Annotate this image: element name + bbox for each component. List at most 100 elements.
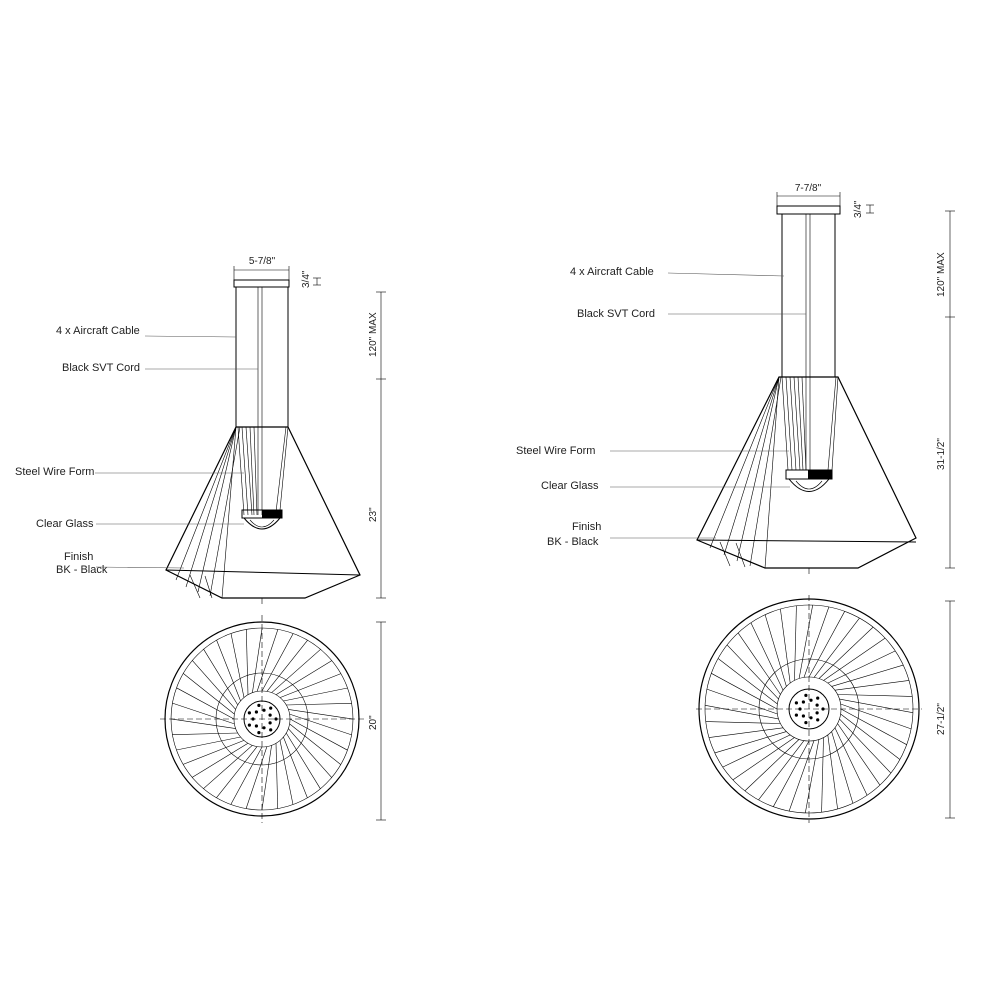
bulb-dot — [247, 711, 251, 715]
spoke-line — [705, 705, 779, 720]
spoke-line — [831, 664, 904, 687]
spoke-line — [726, 644, 779, 700]
bulb-dot — [816, 696, 820, 700]
spoke-line — [839, 698, 913, 713]
svg-text:Steel Wire Form: Steel Wire Form — [516, 445, 595, 457]
spoke-line — [279, 673, 342, 698]
small-label-finish: Finish BK - Black — [56, 551, 185, 576]
bulb-dot — [804, 721, 808, 725]
spoke-line — [245, 746, 268, 809]
bulb-dot — [257, 703, 261, 708]
svg-text:Steel Wire Form: Steel Wire Form — [15, 466, 94, 478]
spoke-line — [283, 736, 308, 799]
svg-text:Clear Glass: Clear Glass — [36, 518, 94, 530]
spoke-line — [840, 703, 912, 730]
svg-text:Finish: Finish — [572, 521, 601, 533]
small-diameter-label: 20" — [368, 715, 379, 730]
svg-text:Clear Glass: Clear Glass — [541, 480, 599, 492]
bulb-dot — [262, 708, 266, 712]
spoke-line — [271, 649, 321, 693]
spoke-line — [722, 734, 791, 768]
small-plan-view — [160, 615, 364, 823]
spoke-line — [813, 617, 860, 678]
spoke-line — [266, 640, 308, 692]
small-label-steel-wire: Steel Wire Form — [15, 466, 244, 478]
svg-text:Black SVT Cord: Black SVT Cord — [577, 308, 655, 320]
bulb-dot — [268, 721, 272, 725]
spoke-line — [286, 703, 352, 706]
spoke-line — [172, 732, 238, 735]
spoke-line — [216, 746, 258, 798]
spoke-line — [252, 627, 263, 693]
spoke-line — [834, 680, 910, 691]
spoke-line — [203, 745, 253, 789]
large-canopy-width-label: 7-7/8" — [795, 183, 822, 194]
svg-text:Finish: Finish — [64, 551, 93, 563]
large-cable-housing — [781, 213, 836, 378]
spoke-line — [708, 727, 784, 738]
spoke-line — [837, 694, 913, 697]
large-label-aircraft-cable: 4 x Aircraft Cable — [570, 266, 785, 278]
spoke-line — [737, 632, 781, 695]
spoke-line — [192, 742, 249, 778]
spoke-line — [837, 723, 881, 786]
spoke-line — [192, 660, 236, 710]
svg-text:Black SVT Cord: Black SVT Cord — [62, 362, 140, 374]
large-cable-max-label: 120" MAX — [936, 252, 947, 297]
spoke-line — [823, 637, 886, 681]
spoke-line — [279, 740, 294, 805]
small-canopy-width-label: 5-7/8" — [249, 256, 276, 267]
spoke-line — [711, 673, 778, 710]
bulb-dot — [262, 726, 266, 730]
spoke-line — [261, 633, 294, 692]
small-label-clear-glass: Clear Glass — [36, 518, 244, 530]
small-label-aircraft-cable: 4 x Aircraft Cable — [56, 325, 237, 338]
svg-text:BK - Black: BK - Black — [56, 564, 108, 576]
svg-text:4 x Aircraft Cable: 4 x Aircraft Cable — [570, 266, 654, 278]
large-body-height-label: 31-1/2" — [936, 438, 947, 470]
bulb-dot — [801, 700, 806, 704]
large-radial-spokes — [705, 605, 913, 813]
spoke-line — [827, 734, 838, 810]
bulb-dot — [816, 718, 820, 722]
spoke-line — [203, 649, 239, 706]
large-plan-view — [696, 595, 922, 823]
bulb-dot — [269, 728, 273, 732]
bulb-dot — [274, 717, 278, 721]
bulb-dot — [254, 724, 258, 728]
spoke-line — [831, 731, 854, 804]
spoke-line — [840, 713, 901, 760]
spoke-line — [803, 606, 830, 678]
large-clear-glass — [785, 469, 833, 492]
spoke-line — [764, 614, 787, 687]
large-label-finish: Finish BK - Black — [547, 521, 716, 548]
spoke-line — [285, 732, 321, 789]
spoke-line — [839, 718, 892, 774]
spoke-line — [714, 731, 787, 754]
bulb-dot — [794, 701, 799, 705]
spoke-line — [705, 721, 781, 724]
spoke-line — [183, 673, 235, 715]
spoke-line — [780, 608, 791, 684]
large-diameter-label: 27-1/2" — [936, 703, 947, 735]
large-label-clear-glass: Clear Glass — [541, 480, 790, 492]
bulb-dot — [809, 698, 813, 702]
large-canopy-width-dimension: 7-7/8" — [776, 183, 841, 206]
spoke-line — [758, 740, 805, 801]
large-canopy — [776, 205, 841, 215]
spoke-line — [732, 737, 795, 781]
small-wire-cone — [165, 426, 361, 599]
large-diameter-dimension: 27-1/2" — [936, 600, 955, 819]
small-canopy-height-label: 3/4" — [301, 270, 312, 288]
bulb-dot — [801, 714, 806, 718]
bulb-dot — [254, 710, 258, 714]
spoke-line — [288, 728, 332, 778]
bulb-dot — [268, 713, 272, 717]
large-fixture: 7-7/8" 3/4" — [516, 183, 955, 823]
spoke-line — [818, 626, 874, 679]
bulb-dot — [257, 731, 261, 735]
small-diameter-dimension: 20" — [368, 621, 386, 821]
bulb-dot — [247, 723, 251, 727]
spoke-line — [834, 727, 868, 796]
small-cable-max-dimension: 120" MAX — [368, 291, 386, 380]
